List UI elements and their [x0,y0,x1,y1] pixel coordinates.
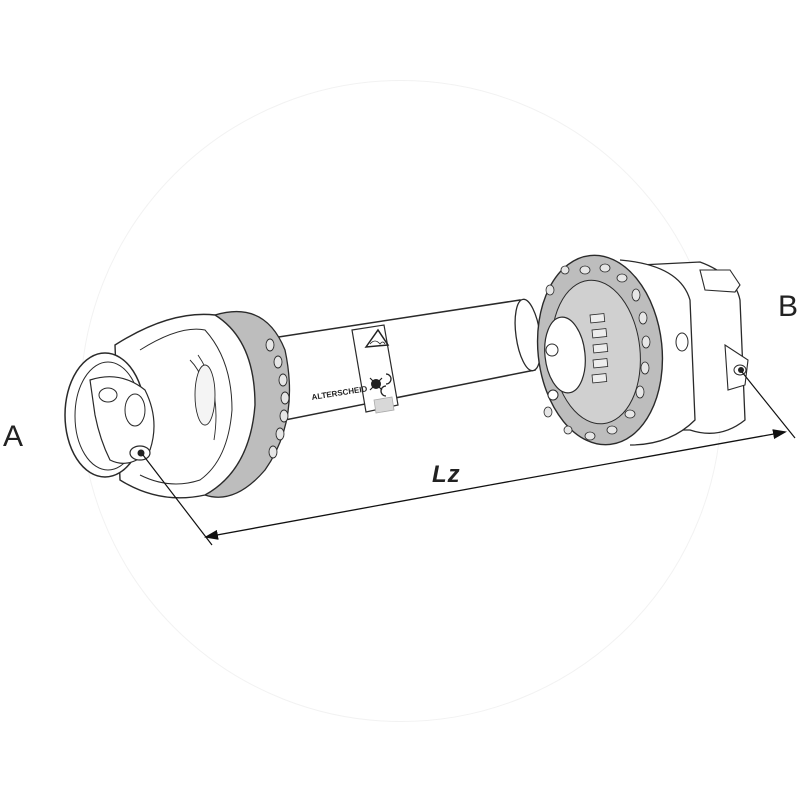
extension-line-b [741,371,796,439]
end-a-label: A [3,420,24,453]
length-lz-label: Lz [432,461,461,488]
end-b-assembly [536,254,749,446]
warning-triangle-icon [364,328,390,348]
dimension-lz [142,371,796,546]
extension-line-a [142,454,213,546]
dimension-arrow-left [204,484,491,540]
dimension-arrow-right [489,429,787,486]
lock-pin-b [738,367,744,373]
shaft-tube [271,298,542,421]
rotating-hazard-icon [369,373,392,397]
instruction-pictogram-icon [373,396,395,414]
end-a-assembly [64,310,291,499]
end-b-label: B [778,290,799,323]
